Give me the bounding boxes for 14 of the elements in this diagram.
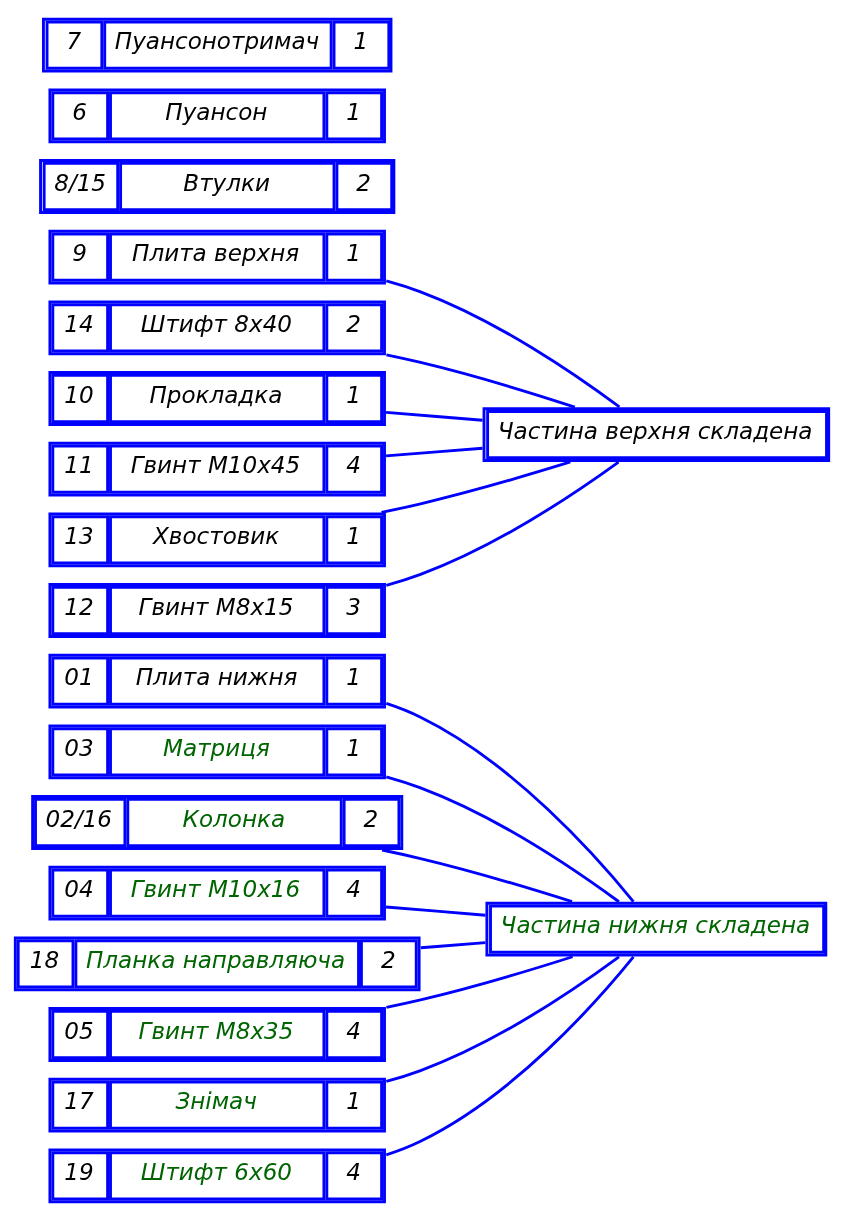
connector bbox=[385, 774, 620, 903]
connector bbox=[385, 905, 486, 917]
connector bbox=[386, 954, 574, 1009]
connector bbox=[385, 460, 620, 587]
connector bbox=[385, 701, 635, 902]
connector bbox=[385, 446, 483, 457]
connector bbox=[385, 955, 635, 1156]
connector bbox=[381, 460, 571, 514]
connector bbox=[386, 352, 576, 408]
connector bbox=[385, 410, 483, 422]
connector bbox=[385, 955, 620, 1083]
connector bbox=[420, 940, 486, 949]
connector bbox=[385, 278, 621, 408]
connector bbox=[381, 848, 573, 903]
